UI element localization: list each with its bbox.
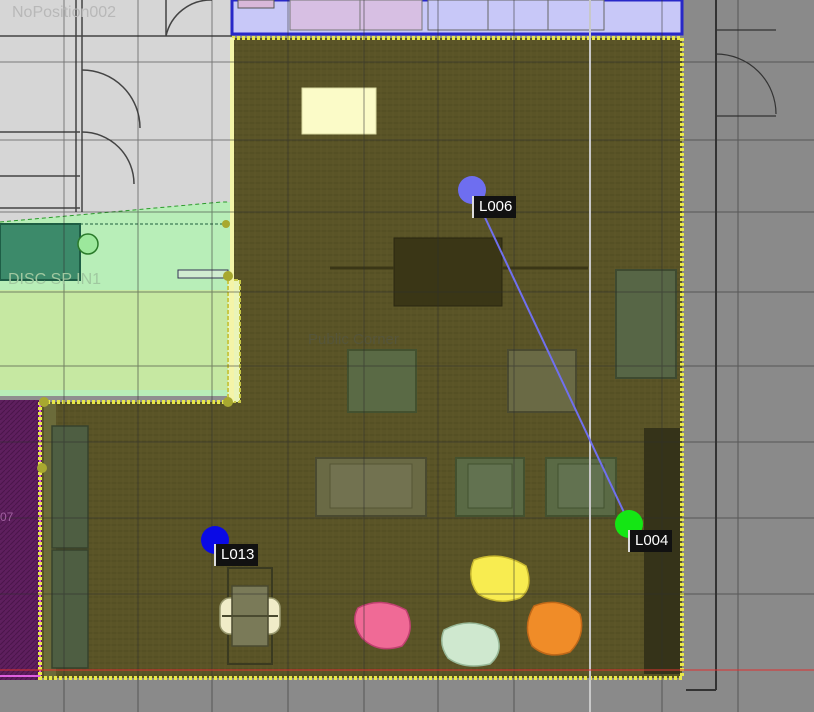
blue-room-furniture (547, 0, 605, 31)
marker-label-l004[interactable]: L004 (628, 530, 673, 552)
chair-icon (545, 457, 617, 517)
corridor-walls (0, 0, 232, 212)
chair-icon (455, 457, 525, 517)
no-position-label: NoPosition002 (12, 4, 117, 21)
blue-room-furniture (487, 0, 549, 31)
blue-room-furniture (237, 0, 275, 9)
left-room-label: 07 (0, 510, 14, 524)
room-name-label: Public Corner (308, 331, 399, 348)
blue-room-furniture (359, 0, 423, 31)
purple-room[interactable] (0, 400, 42, 680)
trolley-icon (219, 567, 281, 665)
path-line (472, 191, 630, 524)
green-stool (77, 233, 99, 255)
outer-area (680, 0, 814, 712)
chair-icon (347, 349, 417, 413)
table-icon (393, 237, 503, 307)
outer-walls (686, 0, 777, 691)
room-vertices (37, 220, 233, 473)
chair-icon (507, 349, 577, 413)
sofa-icon (51, 549, 89, 669)
blue-room-furniture (289, 0, 361, 31)
beanbag-icon (526, 601, 583, 656)
marker-label-l006[interactable]: L006 (472, 196, 517, 218)
table-icon (301, 87, 377, 135)
disc-room-label: DISC SP IN1 (8, 271, 102, 288)
outer-area-bottom (0, 680, 814, 712)
green-cabinet (0, 223, 81, 281)
sofa-icon (51, 425, 89, 549)
sofa-icon (615, 269, 677, 379)
beanbag-icon (441, 622, 500, 667)
blue-room-furniture (427, 0, 489, 31)
beanbag-icon (354, 601, 411, 650)
sofa-icon (315, 457, 427, 517)
marker-label-l013[interactable]: L013 (214, 544, 259, 566)
disc-zone-inner (0, 290, 232, 390)
corridor-floor (0, 0, 232, 222)
